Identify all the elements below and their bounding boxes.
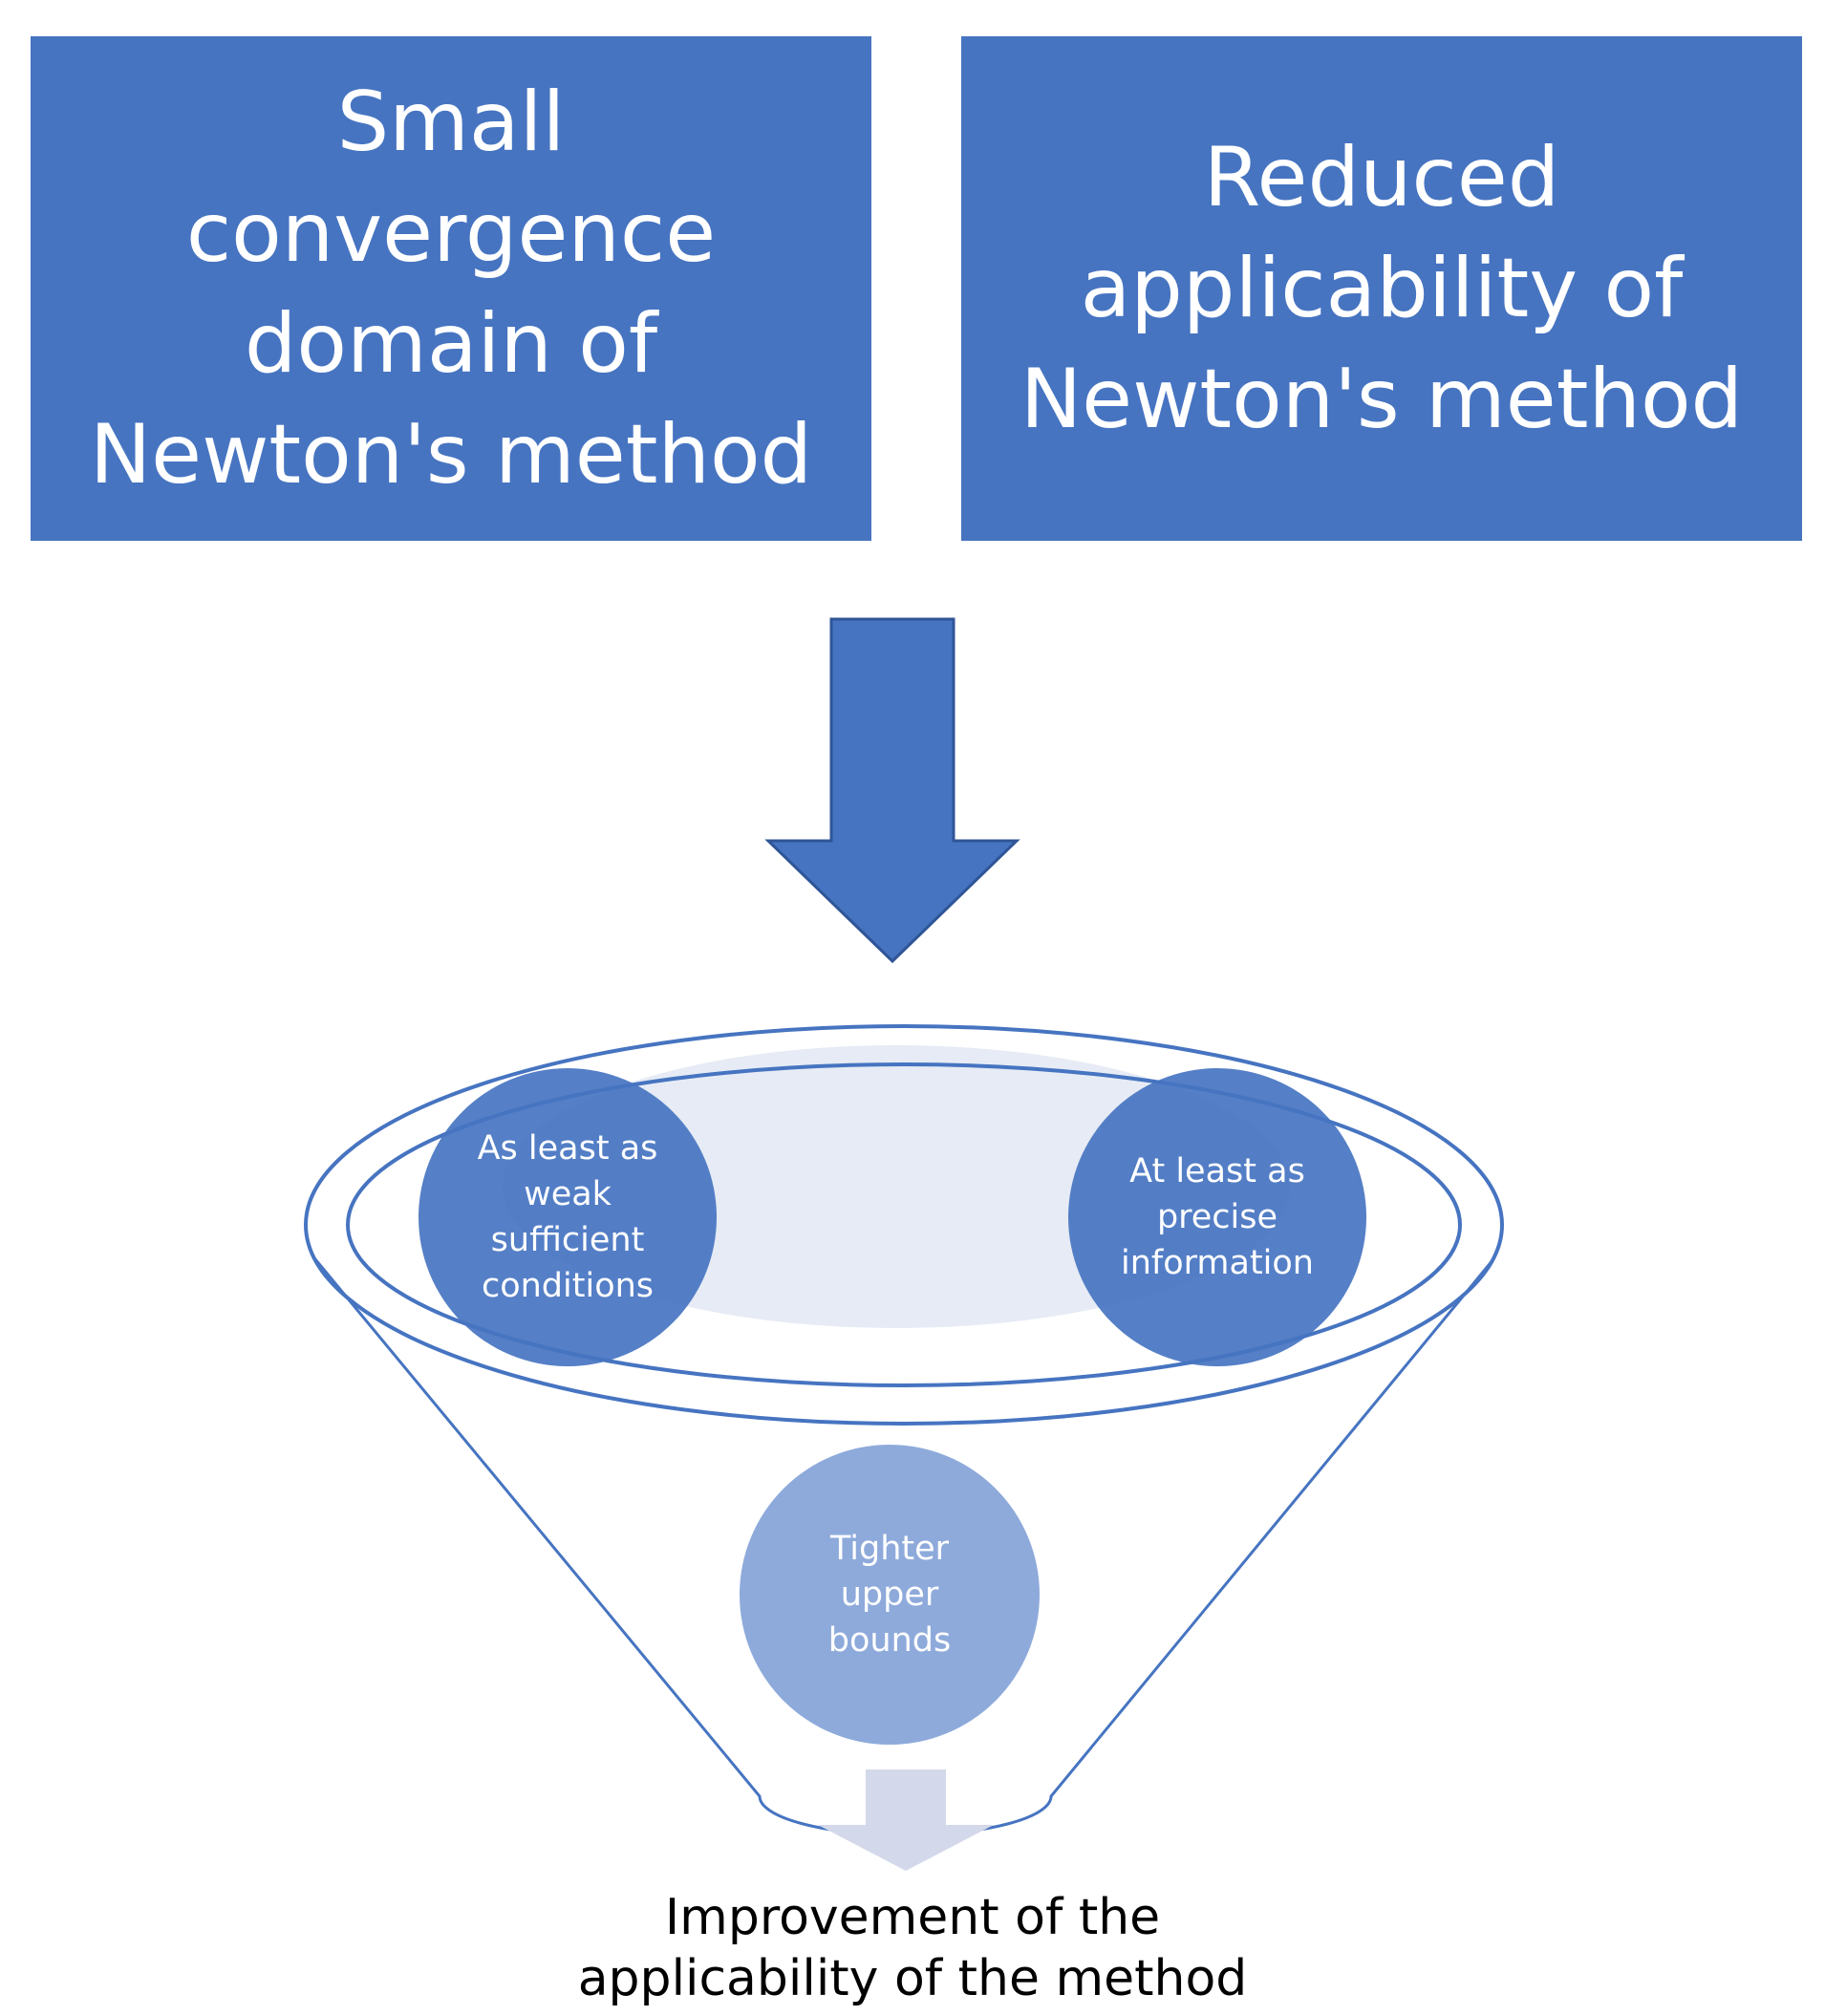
funnel-inner-rim	[346, 1062, 1462, 1387]
circle-left	[419, 1068, 717, 1366]
circle-right-label: At least as precise information	[1120, 1152, 1314, 1282]
circle-bottom	[740, 1445, 1040, 1745]
problem-box-right-text: Reduced applicability of Newton's method	[1020, 130, 1744, 447]
output-arrow-icon	[818, 1769, 994, 1871]
circle-right	[1068, 1068, 1366, 1366]
circle-bottom-label: Tighter upper bounds	[827, 1530, 952, 1660]
problem-box-left: Small convergence domain of Newton's met…	[31, 36, 871, 541]
problem-box-right: Reduced applicability of Newton's method	[961, 36, 1802, 541]
problem-box-left-text: Small convergence domain of Newton's met…	[89, 75, 813, 503]
down-arrow-icon	[764, 617, 1020, 964]
outcome-label: Improvement of the applicability of the …	[577, 1889, 1248, 2007]
circle-left-label: As least as weak sufficient conditions	[477, 1129, 658, 1305]
